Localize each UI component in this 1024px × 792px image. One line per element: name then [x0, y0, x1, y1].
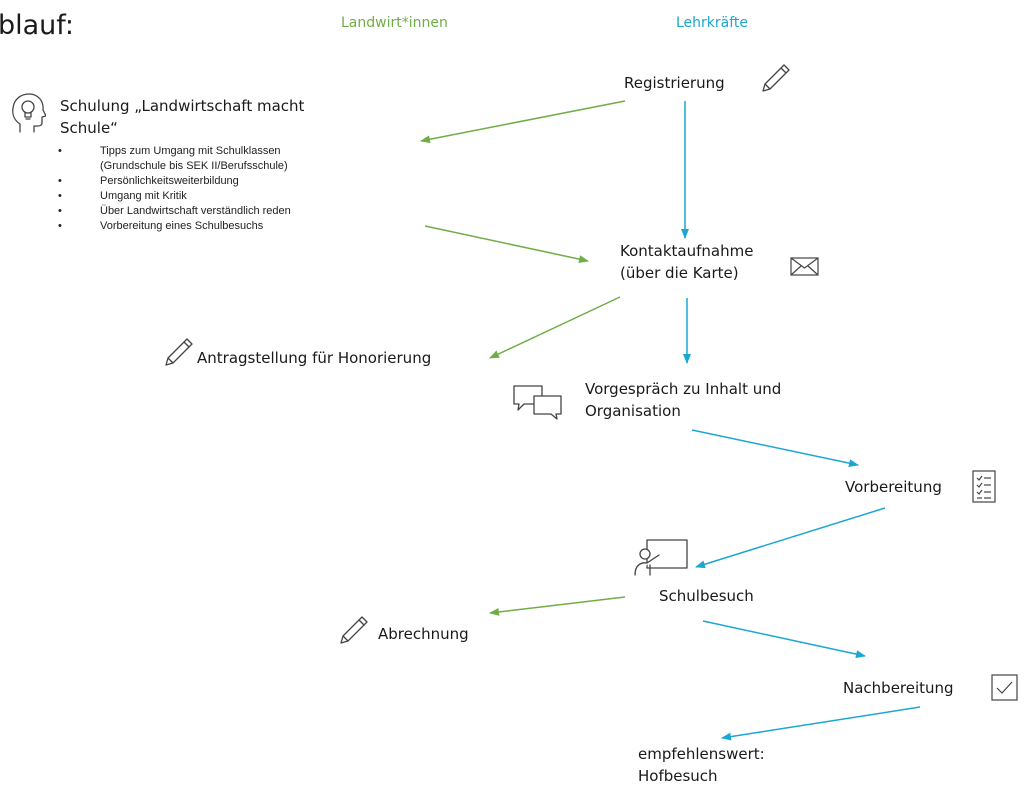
node-nachbereitung: Nachbereitung — [843, 679, 954, 697]
pencil-icon — [340, 616, 368, 644]
speech-bubbles-icon — [513, 385, 562, 420]
arrow-vorgespraech-to-vorbereitung — [691, 429, 859, 468]
node-registrierung: Registrierung — [624, 74, 725, 92]
arrow-nachbereitung-to-empfehlung — [721, 706, 921, 741]
arrow-schulung-to-kontakt — [424, 225, 589, 264]
schulung-topic-item: Tipps zum Umgang mit Schulklassen (Grund… — [58, 144, 291, 174]
head-lightbulb-icon — [12, 93, 46, 133]
schulung-topic-line: (Grundschule bis SEK II/Berufsschule) — [100, 160, 288, 172]
schulung-topic-line: Persönlichkeitsweiterbildung — [100, 175, 239, 187]
node-abrechnung: Abrechnung — [378, 625, 469, 643]
schulung-topic-item: Umgang mit Kritik — [58, 189, 291, 204]
schulung-topic-line: Vorbereitung eines Schulbesuchs — [100, 220, 264, 232]
column-header-landwirte: Landwirt*innen — [341, 15, 448, 31]
schulung-topic-list: Tipps zum Umgang mit Schulklassen (Grund… — [58, 144, 291, 234]
node-schulbesuch: Schulbesuch — [659, 587, 754, 605]
arrow-vorbereitung-to-schulbesuch — [695, 507, 886, 569]
arrow-schulbesuch-to-nachbereitung — [702, 620, 866, 659]
column-header-lehrkraefte: Lehrkräfte — [676, 15, 749, 31]
node-schulung-title: Schulung „Landwirtschaft macht Schule“ — [60, 95, 304, 139]
vorgespraech-line1: Vorgespräch zu Inhalt und — [585, 380, 782, 398]
kontakt-line1: Kontaktaufnahme — [620, 242, 754, 260]
page-title: blauf: — [0, 10, 74, 41]
schulung-topic-item: Über Landwirtschaft verständlich reden — [58, 204, 291, 219]
teacher-board-icon — [634, 539, 688, 576]
vorgespraech-line2: Organisation — [585, 402, 681, 420]
kontakt-line2: (über die Karte) — [620, 264, 739, 282]
envelope-icon — [790, 257, 819, 276]
arrow-kontakt-to-antrag — [489, 296, 621, 359]
arrow-registrierung-to-schulung — [420, 100, 626, 144]
schulung-topic-line: Über Landwirtschaft verständlich reden — [100, 205, 291, 217]
node-vorgespraech: Vorgespräch zu Inhalt und Organisation — [585, 378, 781, 422]
schulung-topic-line: Tipps zum Umgang mit Schulklassen — [100, 145, 281, 157]
node-kontaktaufnahme: Kontaktaufnahme (über die Karte) — [620, 240, 753, 284]
pencil-icon — [165, 338, 193, 366]
node-empfehlung: empfehlenswert: Hofbesuch — [638, 743, 765, 787]
pencil-icon — [762, 64, 790, 92]
schulung-topic-item: Vorbereitung eines Schulbesuchs — [58, 219, 291, 234]
checkbox-icon — [991, 674, 1018, 701]
node-vorbereitung: Vorbereitung — [845, 478, 942, 496]
empfehlung-line2: Hofbesuch — [638, 767, 718, 785]
empfehlung-line1: empfehlenswert: — [638, 745, 765, 763]
schulung-topic-item: Persönlichkeitsweiterbildung — [58, 174, 291, 189]
node-antragstellung: Antragstellung für Honorierung — [197, 349, 432, 367]
schulung-title-line1: Schulung „Landwirtschaft macht — [60, 97, 305, 115]
checklist-icon — [972, 470, 996, 503]
schulung-title-line2: Schule“ — [60, 119, 118, 137]
schulung-topic-line: Umgang mit Kritik — [100, 190, 187, 202]
arrow-schulbesuch-to-abrechnung — [489, 596, 626, 616]
